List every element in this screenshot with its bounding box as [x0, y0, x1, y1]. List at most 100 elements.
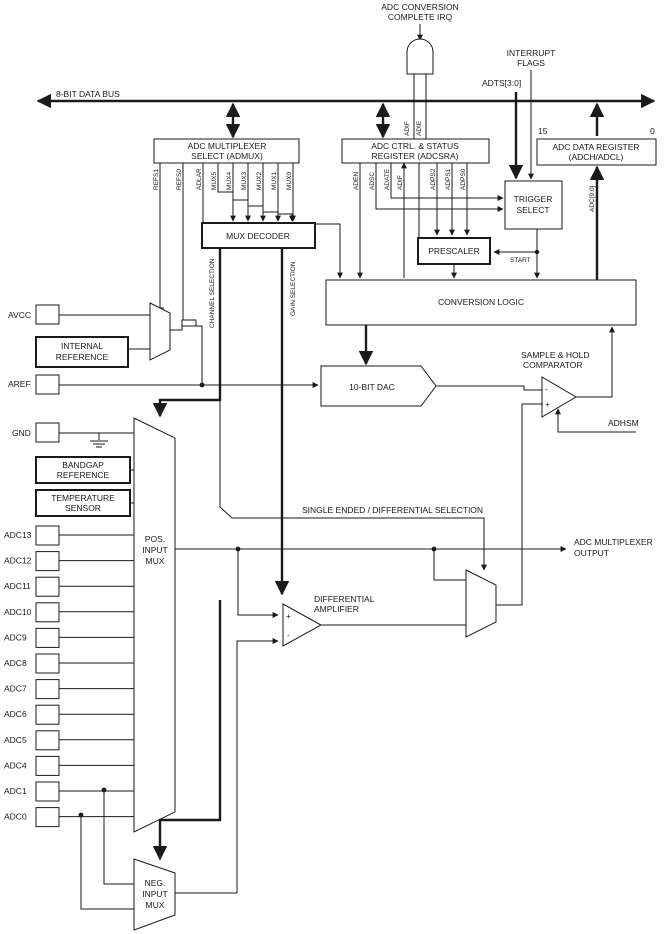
reference-mux	[149, 302, 171, 361]
adc-mux-output-label-2: OUTPUT	[574, 548, 609, 558]
aref-label: AREF	[8, 379, 31, 389]
bandgap-label-2: REFERENCE	[57, 470, 110, 480]
adc-mux-output-label-1: ADC MULTIPLEXER	[574, 537, 653, 547]
diff-amp-label-1: DIFFERENTIAL	[314, 594, 375, 604]
internal-reference-label-1: INTERNAL	[61, 341, 103, 351]
adc-pin-adc6: ADC6	[4, 704, 134, 725]
adc-data-register: 15 0 ADC DATA REGISTER (ADCH/ADCL)	[536, 126, 657, 166]
admux-bit-refs1: REFS1	[153, 169, 160, 190]
adc-pin-adc5: ADC5	[4, 730, 134, 751]
sample-hold-label-2: COMPARATOR	[523, 360, 583, 370]
adc-pin-label: ADC13	[4, 530, 32, 540]
adc-pin-adc13: ADC13	[4, 525, 134, 546]
trigger-select: TRIGGER SELECT START	[493, 180, 563, 279]
adc-data-register-label-1: ADC DATA REGISTER	[552, 142, 639, 152]
adcsra-register: ADC CTRL. & STATUS REGISTER (ADCSRA)	[341, 138, 490, 164]
trigger-select-label-2: SELECT	[516, 205, 549, 215]
adc-pin-adc9: ADC9	[4, 627, 134, 648]
adcsra-bit-adif: ADIF	[397, 175, 404, 190]
neg-input-mux: NEG. INPUT MUX	[78, 787, 237, 931]
temp-sensor-label-2: SENSOR	[65, 503, 101, 513]
admux-bit-mux3: MUX3	[241, 172, 248, 190]
neg-mux-label-3: MUX	[146, 900, 165, 910]
admux-bit-refs0: REFS0	[176, 169, 183, 190]
neg-mux-label-2: INPUT	[142, 889, 168, 899]
adc-pin-box	[35, 704, 60, 725]
adc-pin-box	[35, 730, 60, 751]
adcsra-label-2: REGISTER (ADCSRA)	[372, 151, 459, 161]
aref-pin	[35, 374, 60, 395]
interrupt-flags-label-2: FLAGS	[517, 58, 545, 68]
pos-mux-label-3: MUX	[146, 556, 165, 566]
adc-pin-box	[35, 627, 60, 648]
adcsra-bit-adate: ADATE	[384, 168, 391, 190]
adc-pin-box	[35, 602, 60, 623]
mux-decoder-label: MUX DECODER	[226, 231, 290, 241]
avcc-pin	[35, 304, 60, 325]
admux-bit-mux2: MUX2	[256, 172, 263, 190]
adhsm-label: ADHSM	[608, 418, 639, 428]
adc-pin-label: ADC11	[4, 581, 31, 591]
sample-hold-comparator: SAMPLE & HOLD COMPARATOR - + ADHSM	[496, 326, 639, 606]
adc-pin-box	[35, 525, 60, 546]
admux-bit-mux5: MUX5	[211, 172, 218, 190]
adc-data-register-label-2: (ADCH/ADCL)	[569, 152, 624, 162]
adc-pin-adc1: ADC1	[4, 781, 134, 802]
adc-pin-box	[35, 653, 60, 674]
adc-pin-adc8: ADC8	[4, 653, 134, 674]
admux-bit-mux0: MUX0	[286, 172, 293, 190]
adcsra-bit-adps2: ADPS2	[430, 168, 437, 190]
adc-result-bus: ADC[9:0]	[589, 165, 605, 280]
pos-mux-label-2: INPUT	[142, 545, 168, 555]
adc-pin-box	[35, 781, 60, 802]
adts-label: ADTS[3:0]	[482, 78, 521, 88]
mux-decoder: MUX DECODER CHANNEL SELECTION GAIN SELEC…	[152, 222, 487, 861]
adc-pin-label: ADC8	[4, 658, 27, 668]
pos-input-mux: POS. INPUT MUX	[133, 417, 176, 833]
single-ended-label: SINGLE ENDED / DIFFERENTIAL SELECTION	[302, 505, 483, 515]
diff-amp-minus: -	[287, 630, 290, 640]
adc-pin-box	[35, 807, 60, 828]
trigger-select-label-1: TRIGGER	[514, 194, 553, 204]
adc-pin-label: ADC6	[4, 709, 27, 719]
admux-bit-adlar: ADLAR	[196, 168, 203, 190]
channel-selection-label: CHANNEL SELECTION	[209, 258, 216, 328]
prescaler-label: PRESCALER	[428, 246, 480, 256]
adc-pin-label: ADC0	[4, 812, 27, 822]
bit-0-label: 0	[650, 126, 655, 136]
differential-amplifier: + - DIFFERENTIAL AMPLIFIER	[236, 594, 466, 893]
adc-pin-box	[35, 679, 60, 700]
admux-label-2: SELECT (ADMUX)	[191, 151, 263, 161]
data-bus: 8-BIT DATA BUS	[36, 89, 656, 139]
adc-pin-box	[35, 551, 60, 572]
admux-bit-mux1: MUX1	[271, 172, 278, 190]
adc-bits-label: ADC[9:0]	[589, 185, 596, 212]
comparator-plus: +	[545, 399, 550, 409]
adc-pin-adc10: ADC10	[4, 602, 134, 623]
adcsra-bit-adps1: ADPS1	[445, 168, 452, 190]
prescaler: PRESCALER	[417, 237, 491, 279]
irq-and-gate	[406, 38, 434, 75]
interrupt-flags-label-1: INTERRUPT	[507, 48, 556, 58]
bandgap-label-1: BANDGAP	[62, 460, 104, 470]
irq-section: ADC CONVERSION COMPLETE IRQ ADIF ADIE	[381, 2, 459, 139]
conversion-logic-label: CONVERSION LOGIC	[438, 297, 524, 307]
bit-15-label: 15	[538, 126, 548, 136]
mux-output-bus: ADC MULTIPLEXER OUTPUT	[175, 537, 653, 618]
internal-reference-label-2: REFERENCE	[56, 352, 109, 362]
irq-bit-adie: ADIE	[416, 120, 423, 136]
data-bus-label: 8-BIT DATA BUS	[56, 89, 120, 99]
gnd-label: GND	[12, 428, 31, 438]
irq-label-2: COMPLETE IRQ	[388, 12, 453, 22]
gnd-pin	[35, 422, 60, 443]
adc-pin-adc7: ADC7	[4, 679, 134, 700]
adc-pin-adc0: ADC0	[4, 807, 134, 828]
temp-sensor-label-1: TEMPERATURE	[51, 493, 115, 503]
adc-pin-label: ADC4	[4, 760, 27, 770]
reference-section: AVCC INTERNAL REFERENCE AREF	[8, 302, 319, 395]
pos-mux-label-1: POS.	[145, 534, 165, 544]
diff-amp-plus: +	[286, 611, 291, 621]
adc-pin-label: ADC10	[4, 607, 32, 617]
sample-hold-label-1: SAMPLE & HOLD	[521, 350, 590, 360]
